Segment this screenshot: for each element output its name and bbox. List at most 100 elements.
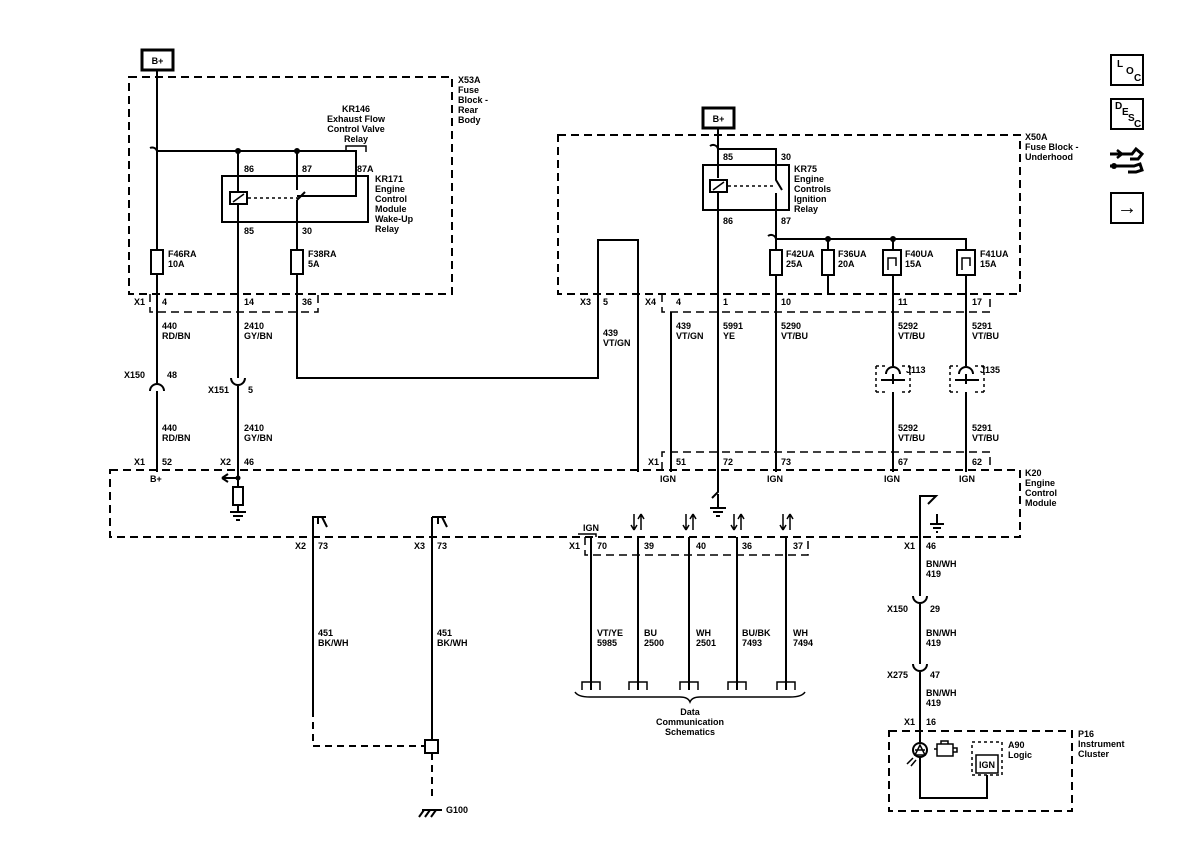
next-page-button[interactable]: → [1110,192,1144,224]
svg-text:X1: X1 [648,457,659,467]
svg-text:30: 30 [302,226,312,236]
connector-icon [1110,146,1145,174]
data-comm-arrows [630,513,794,531]
svg-text:Exhaust Flow: Exhaust Flow [327,114,386,124]
svg-text:BN/WH: BN/WH [926,628,957,638]
svg-text:47: 47 [930,670,940,680]
svg-text:VT/YE: VT/YE [597,628,623,638]
svg-text:51: 51 [676,457,686,467]
svg-text:Instrument: Instrument [1078,739,1125,749]
svg-text:440: 440 [162,321,177,331]
k20-label: K20 Engine Control Module [1025,468,1057,508]
svg-text:VT/GN: VT/GN [676,331,704,341]
svg-text:X151: X151 [208,385,229,395]
svg-text:IGN: IGN [767,474,783,484]
svg-text:Schematics: Schematics [665,727,715,737]
svg-text:X4: X4 [645,297,656,307]
kr146-label: KR146 Exhaust Flow Control Valve Relay [327,104,386,144]
svg-text:Body: Body [458,115,481,125]
svg-text:52: 52 [162,457,172,467]
svg-text:Logic: Logic [1008,750,1032,760]
svg-text:B+: B+ [713,114,725,124]
svg-text:B+: B+ [150,474,162,484]
svg-text:F42UA: F42UA [786,249,815,259]
svg-text:X3: X3 [414,541,425,551]
svg-text:RD/BN: RD/BN [162,331,191,341]
svg-text:73: 73 [318,541,328,551]
connector-end-view-button[interactable] [1108,142,1146,176]
svg-text:A90: A90 [1008,740,1025,750]
svg-text:F36UA: F36UA [838,249,867,259]
svg-text:14: 14 [244,297,254,307]
svg-text:IGN: IGN [979,760,995,770]
svg-text:IGN: IGN [959,474,975,484]
svg-text:Underhood: Underhood [1025,152,1073,162]
data-comm-label: Data Communication Schematics [656,707,724,737]
svg-text:7494: 7494 [793,638,813,648]
svg-text:419: 419 [926,698,941,708]
svg-text:73: 73 [437,541,447,551]
svg-text:62: 62 [972,457,982,467]
bplus-label-left: B+ [152,56,164,66]
svg-text:BN/WH: BN/WH [926,688,957,698]
svg-text:Wake-Up: Wake-Up [375,214,414,224]
svg-text:5292: 5292 [898,321,918,331]
svg-text:5291: 5291 [972,321,992,331]
svg-text:WH: WH [696,628,711,638]
svg-text:440: 440 [162,423,177,433]
svg-text:IGN: IGN [660,474,676,484]
svg-text:Module: Module [1025,498,1057,508]
k20-ecm-outline [109,469,1021,538]
svg-text:VT/BU: VT/BU [972,433,999,443]
svg-text:F46RA: F46RA [168,249,197,259]
fuse-f40ua [882,249,902,276]
svg-text:VT/GN: VT/GN [603,338,631,348]
x50a-label: X50A Fuse Block - Underhood [1025,132,1079,162]
svg-text:451: 451 [318,628,333,638]
svg-text:Control: Control [375,194,407,204]
svg-text:48: 48 [167,370,177,380]
svg-text:15A: 15A [905,259,922,269]
fuse-f41ua [956,249,976,276]
svg-text:X2: X2 [295,541,306,551]
svg-text:BK/WH: BK/WH [318,638,349,648]
svg-text:5A: 5A [308,259,320,269]
svg-text:GY/BN: GY/BN [244,331,273,341]
svg-text:X150: X150 [887,604,908,614]
svg-text:RD/BN: RD/BN [162,433,191,443]
svg-text:85: 85 [723,152,733,162]
svg-text:J113: J113 [906,365,926,375]
fuse-f42ua [769,249,783,276]
svg-text:2500: 2500 [644,638,664,648]
svg-text:BU: BU [644,628,657,638]
svg-text:5291: 5291 [972,423,992,433]
svg-text:73: 73 [781,457,791,467]
svg-text:Fuse: Fuse [458,85,479,95]
svg-text:IGN: IGN [884,474,900,484]
svg-text:Relay: Relay [375,224,399,234]
svg-text:85: 85 [244,226,254,236]
x50a-fuse-block-outline [557,134,1021,295]
svg-text:1: 1 [723,297,728,307]
svg-text:X2: X2 [220,457,231,467]
j135-splice: J135 [949,365,1000,393]
svg-text:25A: 25A [786,259,803,269]
svg-text:16: 16 [926,717,936,727]
svg-text:4: 4 [162,297,167,307]
location-button[interactable]: L O C [1110,54,1144,86]
svg-text:VT/BU: VT/BU [898,331,925,341]
svg-text:439: 439 [676,321,691,331]
svg-text:X1: X1 [904,717,915,727]
svg-text:Relay: Relay [344,134,368,144]
svg-text:X150: X150 [124,370,145,380]
svg-text:11: 11 [898,297,908,307]
svg-text:Engine: Engine [794,174,824,184]
svg-text:Controls: Controls [794,184,831,194]
svg-text:X3: X3 [580,297,591,307]
svg-text:VT/BU: VT/BU [898,433,925,443]
svg-text:X1: X1 [134,297,145,307]
x53a-fuse-block-outline [128,76,453,295]
description-button[interactable]: D E S C [1110,98,1144,130]
svg-text:J135: J135 [980,365,1000,375]
